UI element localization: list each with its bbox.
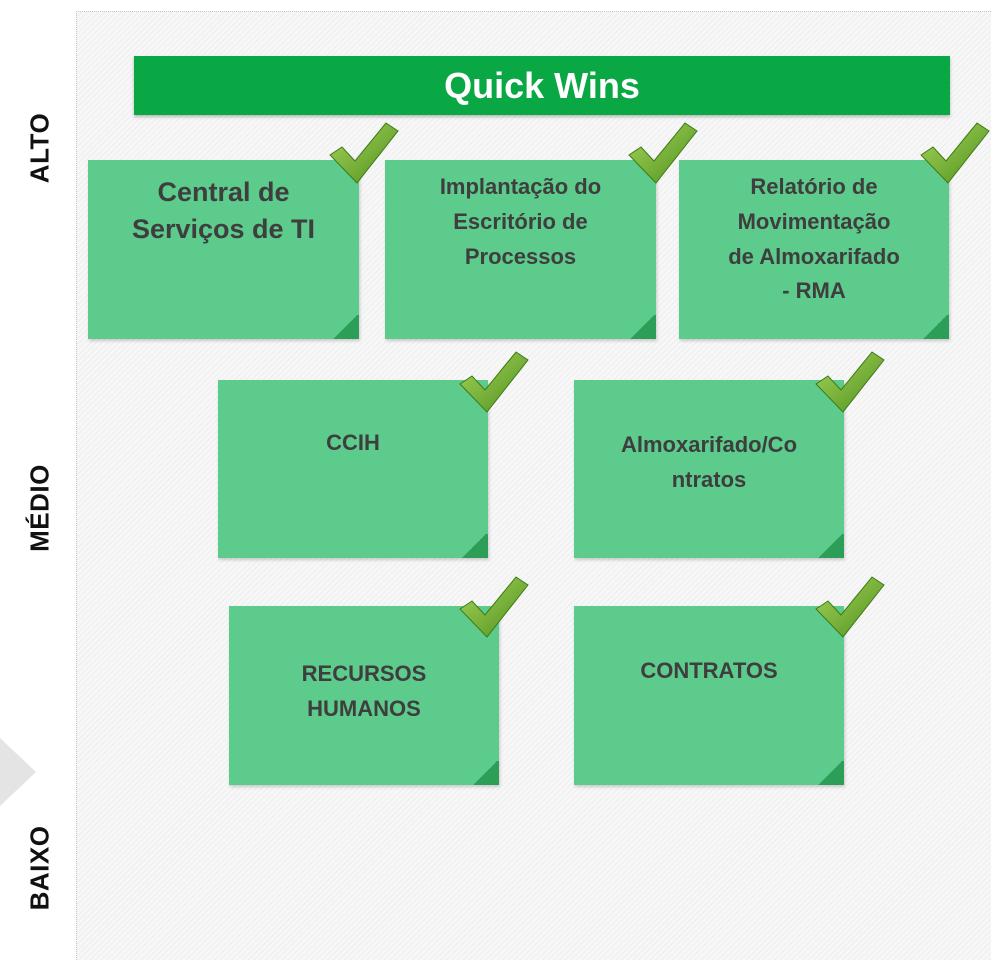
note-fold [816,761,844,785]
checkmark-icon [628,122,698,184]
note-fold [628,315,656,339]
note-line: Processos [464,243,577,269]
checkmark-icon [815,351,885,413]
note-relatorio-rma: Relatório de Movimentação de Almoxarifad… [679,160,949,339]
note-line: de Almoxarifado [728,243,900,269]
note-ccih: CCIH [218,380,488,558]
note-line: Central de [157,177,290,207]
note-line: Implantação do [439,174,602,199]
quick-wins-title: Quick Wins [444,64,640,106]
checkmark-icon [920,122,990,184]
note-line: - RMA [782,278,846,304]
note-recursos-humanos: RECURSOS HUMANOS [229,606,499,785]
note-line: Escritório de [453,208,588,234]
note-fold [471,761,499,785]
checkmark-icon [815,576,885,638]
axis-label-alto: ALTO [24,112,55,184]
note-contratos: CONTRATOS [574,606,844,785]
note-line: Almoxarifado/Co [620,432,798,457]
checkmark-icon [459,576,529,638]
note-central-servicos: Central de Serviços de TI [88,160,359,339]
note-line: ntratos [671,466,747,492]
note-line: CCIH [326,430,380,455]
note-fold [331,315,359,339]
note-line: Serviços de TI [131,214,316,245]
note-line: RECURSOS [301,661,427,686]
checkmark-icon [459,351,529,413]
checkmark-icon [329,122,399,184]
note-fold [921,315,949,339]
note-fold [816,534,844,558]
note-fold [460,534,488,558]
note-line: CONTRATOS [640,658,778,683]
note-line: Relatório de [750,174,878,199]
note-line: Movimentação [737,208,891,234]
note-line: HUMANOS [307,696,421,722]
note-implantacao-escritorio: Implantação do Escritório de Processos [385,160,656,339]
quick-wins-banner: Quick Wins [134,56,950,115]
axis-label-baixo: BAIXO [24,825,55,911]
axis-label-medio: MÉDIO [24,464,55,552]
axis-arrow-shape [0,738,36,806]
matrix-area [76,11,991,960]
note-almoxarifado-contratos: Almoxarifado/Co ntratos [574,380,844,558]
